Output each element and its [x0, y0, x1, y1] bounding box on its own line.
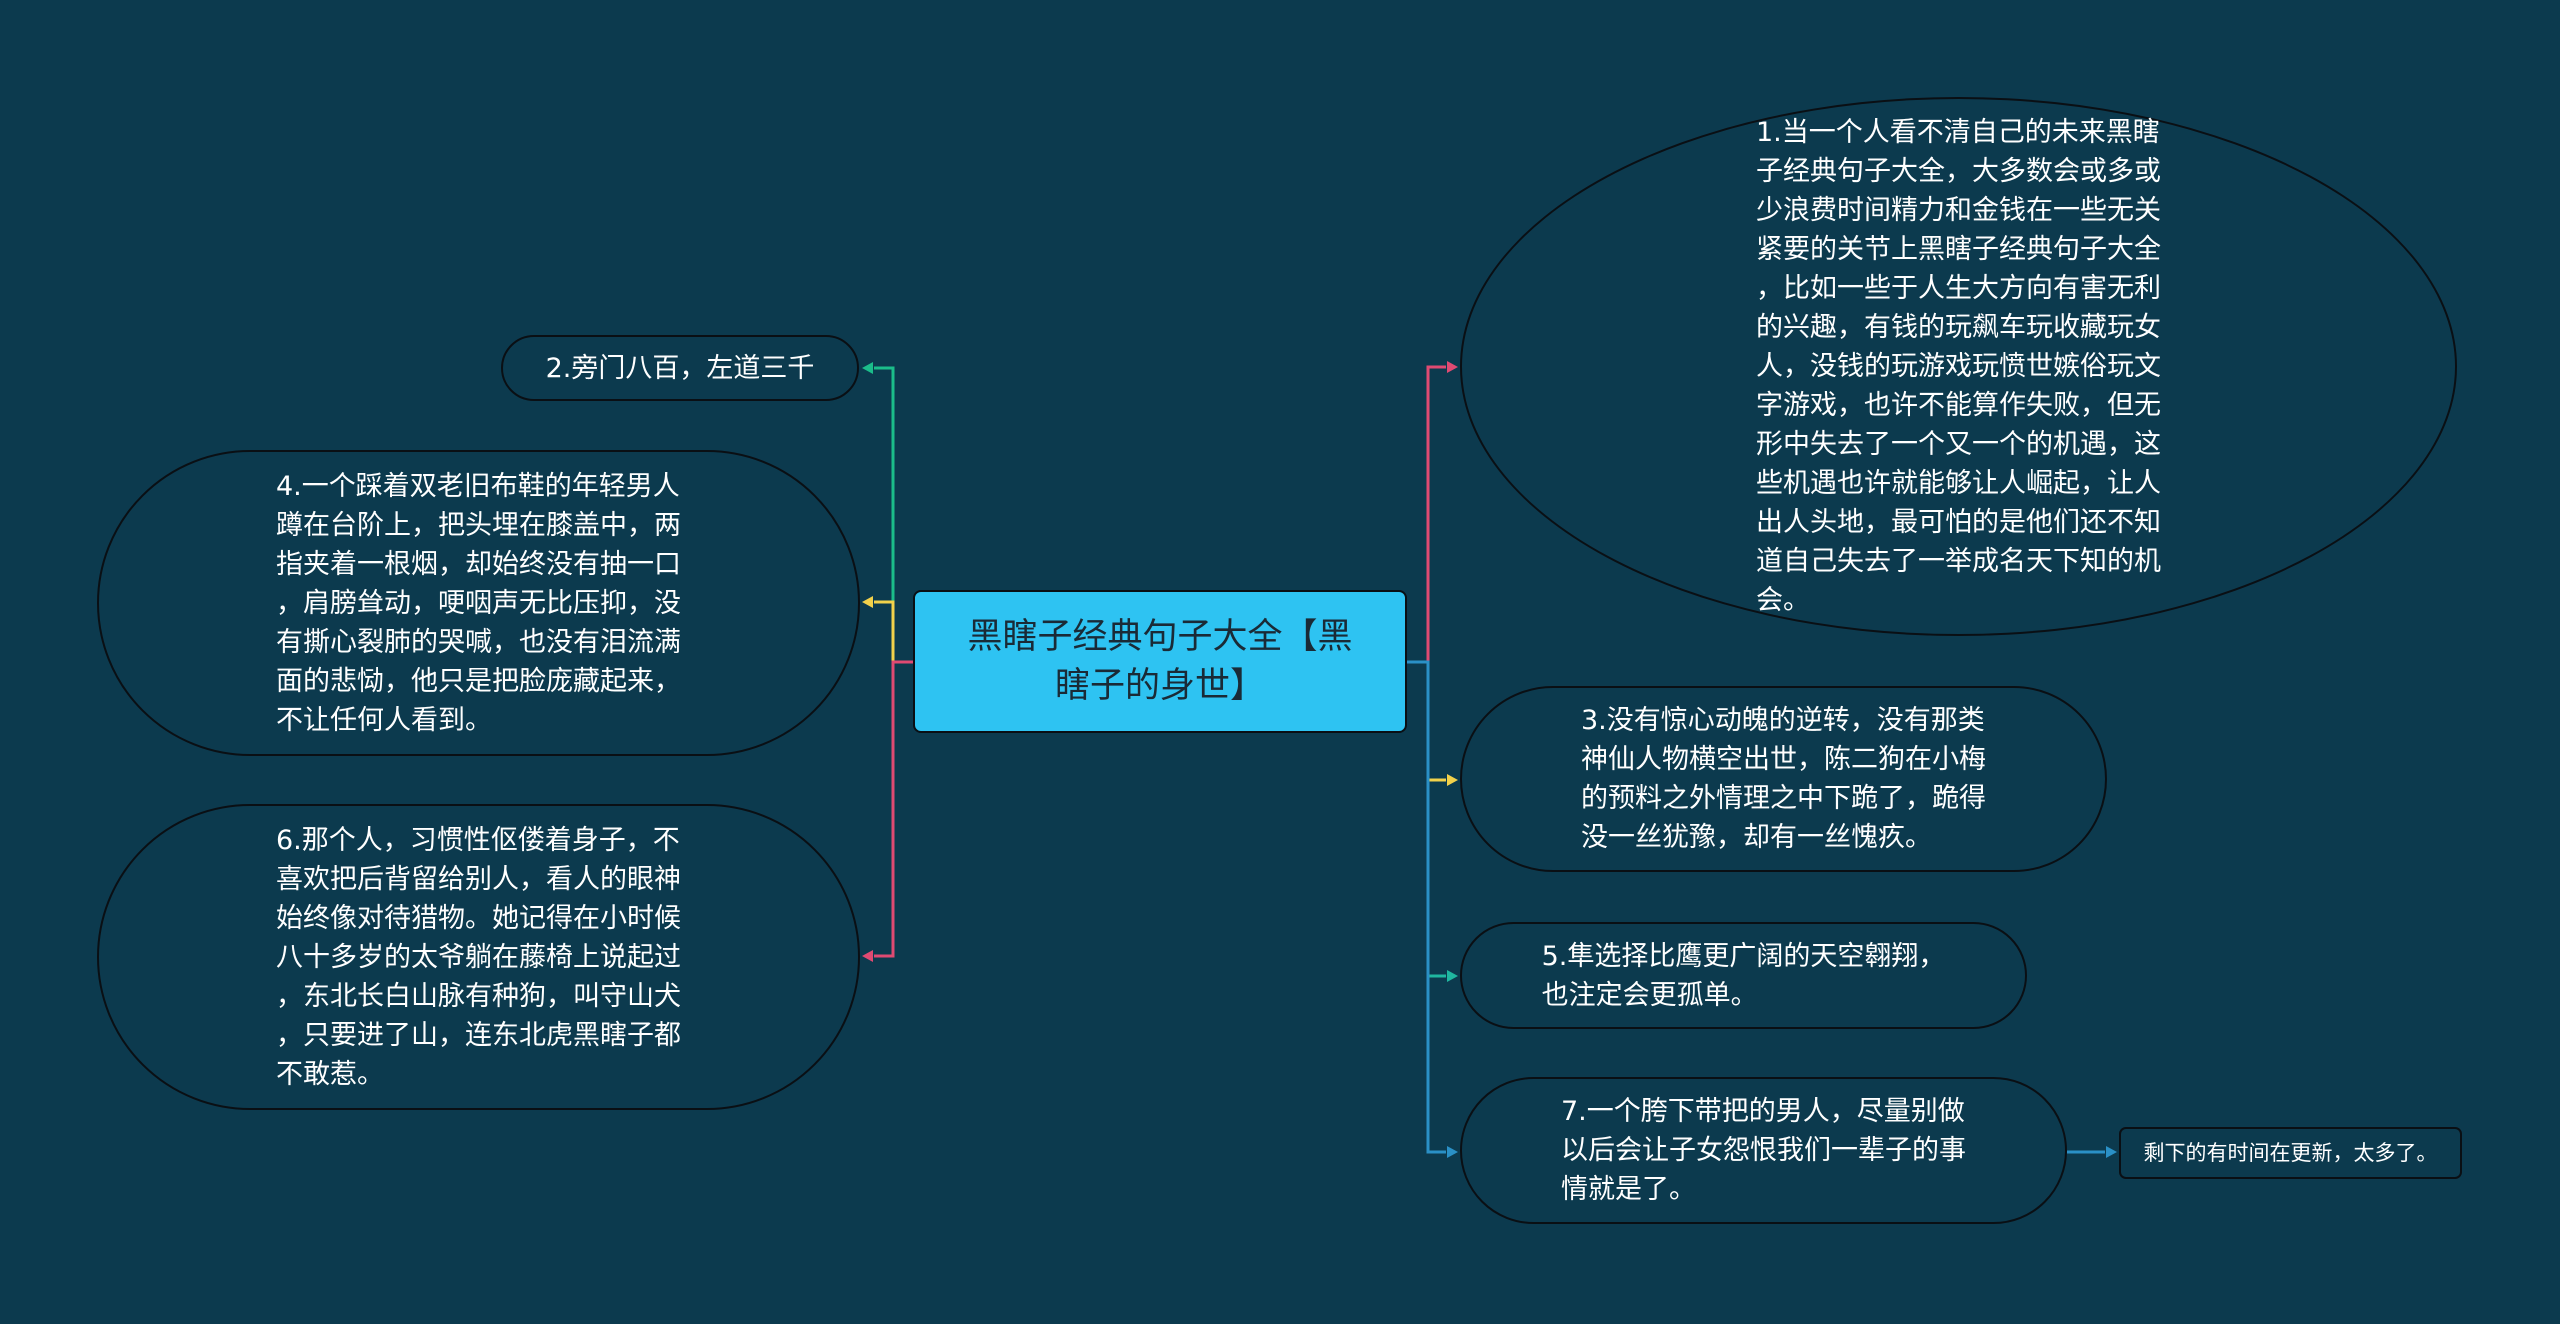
- node-6-label: 6.那个人，习惯性伛偻着身子，不 喜欢把后背留给别人，看人的眼神 始终像对待猎物…: [276, 824, 681, 1090]
- edge-root-to-node-1: [1407, 365, 1446, 664]
- arrow-node-3: [1447, 774, 1458, 786]
- node-6-that-person[interactable]: 6.那个人，习惯性伛偻着身子，不 喜欢把后背留给别人，看人的眼神 始终像对待猎物…: [97, 804, 860, 1110]
- node-2-pangmen[interactable]: 2.旁门八百，左道三千: [501, 335, 859, 401]
- node-4-label: 4.一个踩着双老旧布鞋的年轻男人 蹲在台阶上，把头埋在膝盖中，两 指夹着一根烟，…: [276, 470, 681, 736]
- edge-root-to-node-6: [874, 660, 913, 958]
- node-3-reversal[interactable]: 3.没有惊心动魄的逆转，没有那类 神仙人物横空出世，陈二狗在小梅 的预料之外情理…: [1460, 686, 2107, 872]
- edge-root-to-node-7: [1407, 660, 1446, 1154]
- node-4-young-man[interactable]: 4.一个踩着双老旧布鞋的年轻男人 蹲在台阶上，把头埋在膝盖中，两 指夹着一根烟，…: [97, 450, 860, 756]
- node-7-label: 7.一个胯下带把的男人，尽量别做 以后会让子女怨恨我们一辈子的事 情就是了。: [1561, 1096, 1966, 1205]
- node-3-label: 3.没有惊心动魄的逆转，没有那类 神仙人物横空出世，陈二狗在小梅 的预料之外情理…: [1581, 705, 1986, 853]
- leaf-more-later[interactable]: 剩下的有时间在更新，太多了。: [2119, 1127, 2462, 1179]
- arrow-leaf: [2106, 1146, 2117, 1158]
- root-label: 黑瞎子经典句子大全【黑 瞎子的身世】: [967, 616, 1353, 706]
- root-node[interactable]: 黑瞎子经典句子大全【黑 瞎子的身世】: [913, 590, 1407, 733]
- arrow-node-1: [1447, 361, 1458, 373]
- node-2-label: 2.旁门八百，左道三千: [545, 352, 815, 384]
- node-1-label: 1.当一个人看不清自己的未来黑瞎 子经典句子大全，大多数会或多或 少浪费时间精力…: [1756, 117, 2161, 616]
- node-1-future[interactable]: 1.当一个人看不清自己的未来黑瞎 子经典句子大全，大多数会或多或 少浪费时间精力…: [1460, 97, 2457, 636]
- node-7-man[interactable]: 7.一个胯下带把的男人，尽量别做 以后会让子女怨恨我们一辈子的事 情就是了。: [1460, 1077, 2067, 1224]
- arrow-node-2: [862, 362, 873, 374]
- arrow-node-4: [862, 596, 873, 608]
- edge-root-to-node-4: [874, 600, 913, 664]
- leaf-label: 剩下的有时间在更新，太多了。: [2143, 1141, 2438, 1165]
- node-5-falcon[interactable]: 5.隼选择比鹰更广阔的天空翱翔， 也注定会更孤单。: [1460, 922, 2027, 1029]
- arrow-node-5: [1447, 970, 1458, 982]
- arrow-node-7: [1447, 1146, 1458, 1158]
- arrow-node-6: [862, 950, 873, 962]
- node-5-label: 5.隼选择比鹰更广阔的天空翱翔， 也注定会更孤单。: [1541, 940, 1946, 1011]
